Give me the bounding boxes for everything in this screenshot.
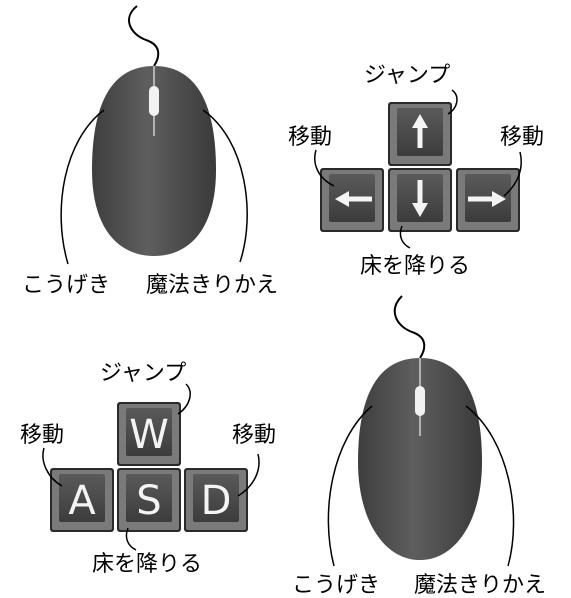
s-callout [125, 527, 137, 551]
d-label: 移動 [232, 423, 276, 448]
mouse-body [358, 358, 482, 560]
arrow-left-key [320, 168, 384, 232]
left-button-label: こうげき [292, 573, 380, 598]
arrow-up-key [388, 102, 452, 166]
s-key: S [117, 468, 181, 532]
arrow-up-icon [412, 114, 428, 148]
right-button-callout [202, 109, 248, 263]
left-button-callout [60, 109, 105, 265]
down-callout [399, 225, 411, 249]
w-key-letter: W [129, 412, 169, 458]
left-callout [314, 149, 335, 187]
a-callout [42, 447, 63, 487]
right-callout [503, 151, 522, 197]
top-mouse: こうげき 魔法きりかえ [22, 5, 278, 298]
arrow-right-key [456, 168, 520, 232]
up-callout [447, 89, 458, 115]
left-button-label: こうげき [22, 273, 110, 298]
s-key-letter: S [136, 478, 161, 524]
d-key: D [184, 468, 248, 532]
s-label: 床を降りる [92, 552, 202, 577]
wasd-keys: W A S D ジャンプ 移動 移動 床を降りる [20, 361, 276, 577]
mouse-cable [393, 295, 426, 359]
arrow-left-label: 移動 [288, 125, 332, 150]
arrow-right-label: 移動 [500, 125, 544, 150]
arrow-down-key [388, 168, 452, 232]
arrow-left-icon [335, 191, 372, 207]
arrow-up-label: ジャンプ [364, 63, 450, 88]
d-callout [237, 453, 260, 497]
a-key-letter: A [68, 478, 96, 524]
bottom-mouse: こうげき 魔法きりかえ [292, 295, 546, 598]
arrow-down-icon [412, 180, 428, 217]
arrow-right-icon [468, 191, 506, 207]
right-button-label: 魔法きりかえ [414, 573, 546, 598]
a-label: 移動 [20, 423, 64, 448]
left-button-callout [327, 405, 373, 567]
mouse-body [92, 66, 216, 256]
w-key: W [117, 402, 181, 466]
mouse-wheel [149, 86, 159, 116]
right-button-label: 魔法きりかえ [146, 273, 278, 298]
arrow-keys: ジャンプ 移動 移動 床を降りる [288, 63, 544, 279]
mouse-cable [128, 5, 160, 67]
right-button-callout [465, 405, 515, 567]
d-key-letter: D [201, 478, 232, 524]
w-label: ジャンプ [100, 361, 186, 386]
w-callout [177, 383, 191, 415]
arrow-down-label: 床を降りる [360, 254, 470, 279]
a-key: A [50, 468, 114, 532]
mouse-wheel [415, 386, 425, 416]
